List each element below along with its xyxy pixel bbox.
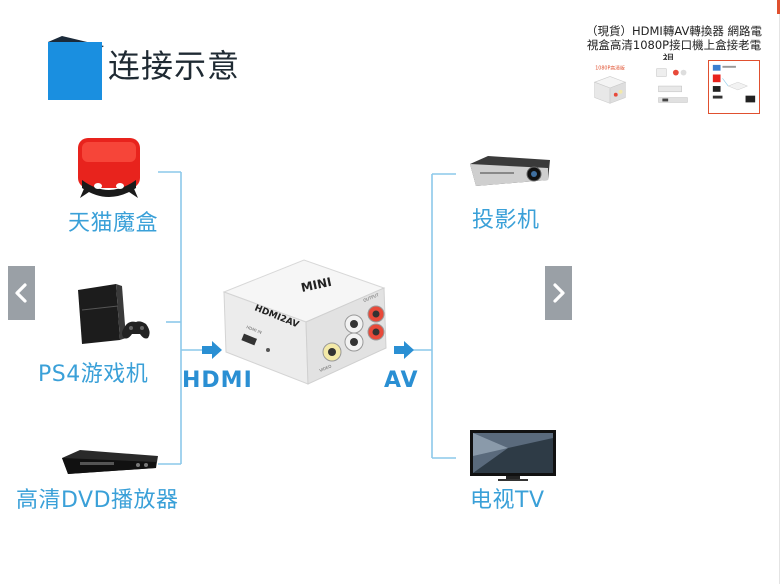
chevron-right-icon (553, 283, 565, 303)
diagram-title: 连接示意 (108, 47, 241, 85)
chevron-left-icon (15, 283, 27, 303)
thumbnail-strip: 1080P高清版 (584, 60, 760, 116)
device-port-text-video: VIDEO (319, 364, 333, 373)
target-label-tv: 电视TV (470, 488, 545, 513)
output-port-label: AV (384, 368, 419, 393)
device-port-text-hdmi-in: HDMI IN (246, 324, 263, 335)
product-thumbnail-1[interactable]: 1080P高清版 (584, 60, 636, 114)
target-label-projector: 投影机 (472, 208, 540, 233)
input-port-label: HDMI (182, 368, 253, 393)
ps4-console-icon (78, 284, 150, 344)
thumbnail-2-image (656, 68, 688, 103)
gallery-prev-button[interactable] (8, 266, 35, 320)
product-thumbnail-2[interactable] (646, 60, 698, 114)
connection-diagram: 连接示意 天猫魔盒 PS4游戏机 (16, 36, 556, 513)
device-top-text: MINI (300, 275, 333, 295)
source-label-dvd: 高清DVD播放器 (16, 488, 179, 513)
brand-logo-icon (48, 36, 104, 100)
tv-icon (470, 430, 556, 481)
product-side-panel: （現貨）HDMI轉AV轉換器 網路電視盒高清1080P接口機上盒接老電視… 10… (576, 0, 780, 584)
device-port-text-output: OUTPUT (363, 292, 381, 303)
product-thumbnail-3[interactable] (708, 60, 760, 114)
hdmi2av-converter-image: MINI HDMI2AV VIDEO OUTPUT HDMI IN (222, 259, 387, 385)
thumbnail-3-image (712, 64, 756, 103)
gallery-next-button[interactable] (545, 266, 572, 320)
dvd-player-icon (62, 450, 158, 474)
accent-indicator (777, 0, 780, 14)
connector-lines (158, 171, 456, 465)
thumbnail-1-badge: 1080P高清版 (595, 65, 625, 72)
projector-icon (470, 156, 550, 186)
diagram-header: 连接示意 (48, 36, 268, 102)
thumbnail-1-image: 1080P高清版 (593, 65, 627, 104)
source-label-tmall-box: 天猫魔盒 (68, 211, 159, 236)
tmall-box-icon (78, 138, 140, 198)
image-gallery: 连接示意 天猫魔盒 PS4游戏机 (8, 36, 572, 513)
source-label-ps4: PS4游戏机 (38, 362, 149, 387)
